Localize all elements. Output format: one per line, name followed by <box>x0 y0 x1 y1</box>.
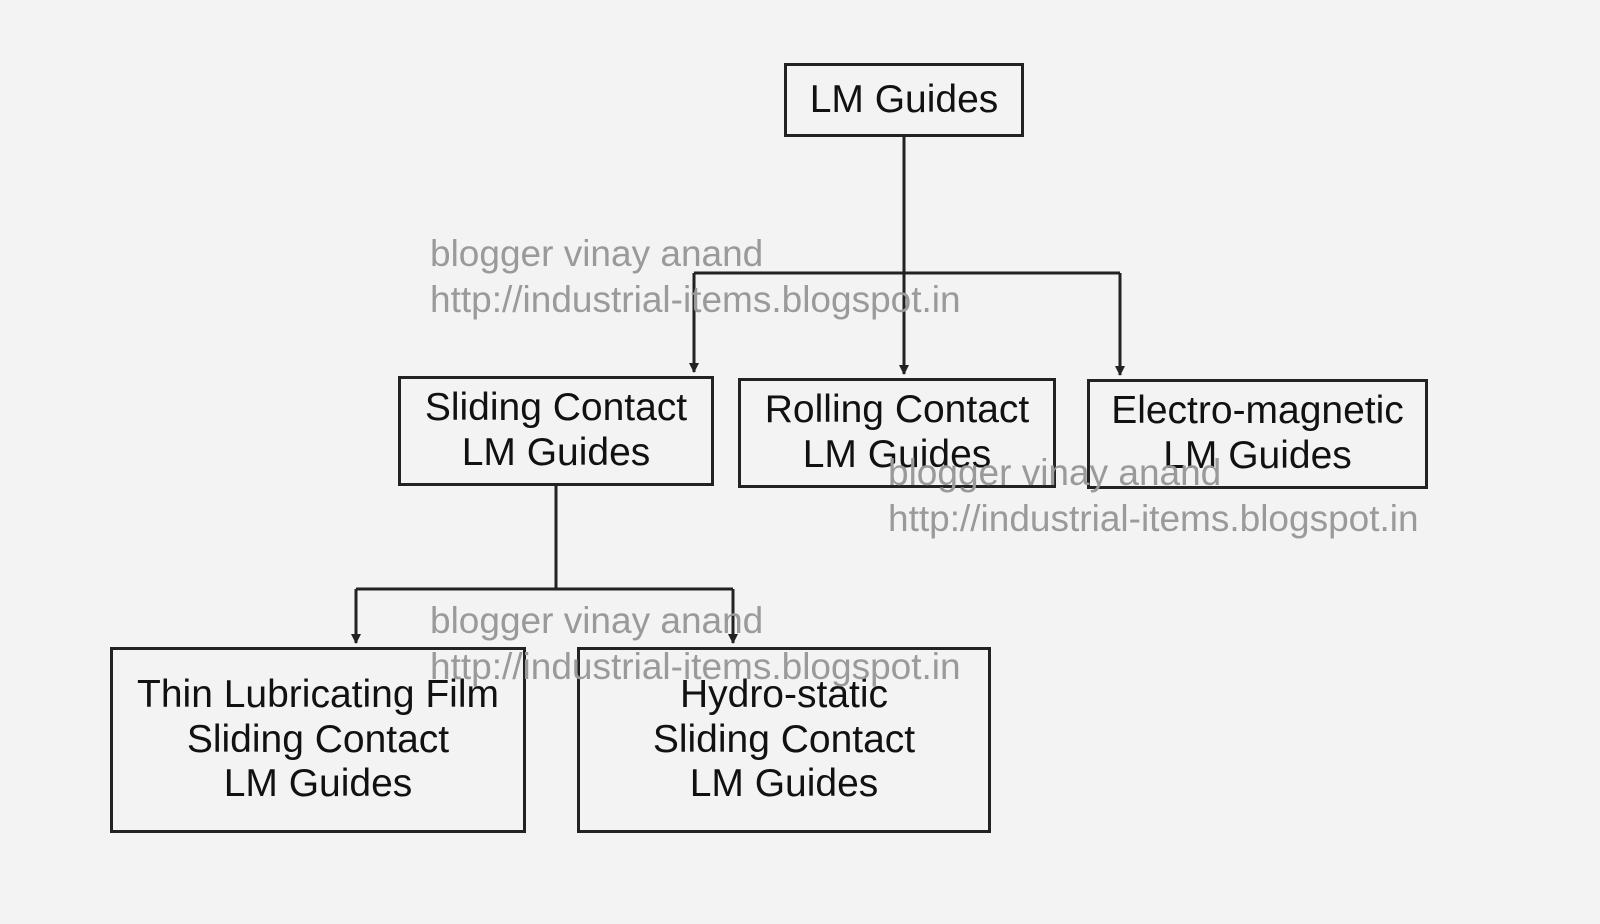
node-electro-magnetic: Electro-magnetic LM Guides <box>1087 379 1428 489</box>
node-label-line: Hydro-static <box>679 672 889 716</box>
node-label-line: LM Guides <box>461 431 651 474</box>
node-label-line: LM Guides <box>809 77 999 121</box>
node-label-line: Sliding Contact <box>424 386 688 430</box>
node-label-line: Sliding Contact <box>652 717 916 761</box>
node-label-line: LM Guides <box>689 762 879 806</box>
node-label-line: LM Guides <box>223 762 413 806</box>
node-lm-guides: LM Guides <box>784 63 1024 137</box>
node-label-line: Electro-magnetic <box>1111 389 1404 433</box>
node-label-line: LM Guides <box>802 433 992 476</box>
node-label-line: Sliding Contact <box>186 717 450 761</box>
node-rolling-contact: Rolling Contact LM Guides <box>738 378 1056 488</box>
node-label-line: Rolling Contact <box>764 388 1030 432</box>
node-sliding-contact: Sliding Contact LM Guides <box>398 376 714 486</box>
node-label-line: Thin Lubricating Film <box>137 672 499 716</box>
node-thin-lubricating-film: Thin Lubricating Film Sliding Contact LM… <box>110 647 526 833</box>
node-hydro-static: Hydro-static Sliding Contact LM Guides <box>577 647 991 833</box>
node-label-line: LM Guides <box>1163 434 1352 477</box>
